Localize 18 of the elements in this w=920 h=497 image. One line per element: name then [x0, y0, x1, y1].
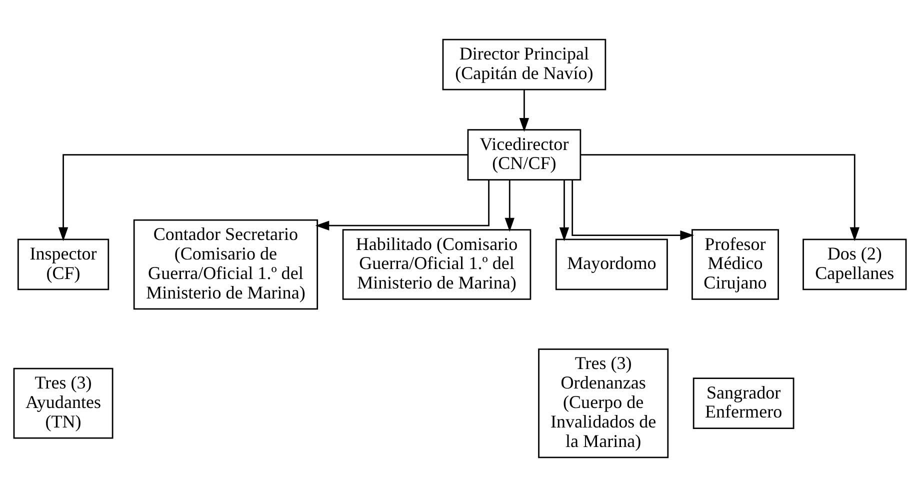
- arrow: [580, 154, 860, 242]
- node-box: Mayordomo: [555, 238, 668, 290]
- arrow: [572, 180, 694, 240]
- node-box: Contador Secretario (Comisario de Guerra/Oficial 1.º del Ministerio de Marina): [133, 219, 318, 310]
- arrow: [559, 180, 570, 242]
- arrow: [504, 180, 514, 232]
- arrow: [315, 180, 490, 230]
- node-box: Vicedirector (CN/CF): [467, 129, 582, 180]
- node-box: Director Principal (Capitán de Navío): [442, 38, 606, 90]
- arrow: [58, 154, 468, 242]
- node-box: Sangrador Enfermero: [692, 378, 794, 429]
- node-box: Dos (2) Capellanes: [802, 238, 907, 290]
- node-box: Inspector (CF): [17, 238, 110, 290]
- node-box: Habilitado (Comisario Guerra/Oficial 1.º del Ministerio de Marina): [342, 229, 532, 300]
- node-box: Tres (3) Ayudantes (TN): [13, 368, 114, 439]
- node-box: Tres (3) Ordenanzas (Cuerpo de Invalidados de la Marina): [538, 348, 669, 458]
- node-box: Profesor Médico Cirujano: [692, 229, 779, 300]
- arrow: [519, 90, 530, 132]
